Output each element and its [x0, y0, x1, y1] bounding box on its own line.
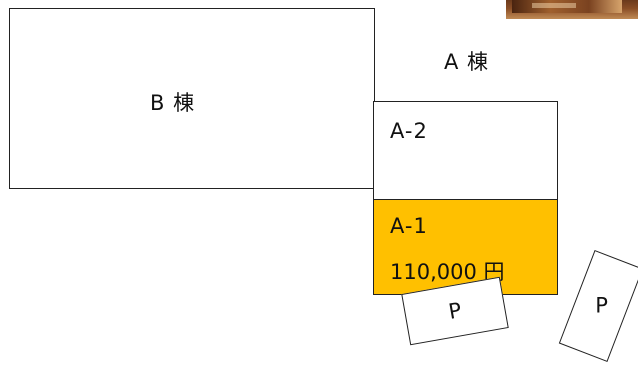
unit-a1-price: 110,000 円: [390, 260, 505, 284]
photo-highlight: [532, 3, 576, 8]
photo-shelf: [512, 0, 622, 13]
building-b-label: B 棟: [150, 91, 196, 115]
parking-spot-label: P: [594, 293, 608, 318]
building-b: [9, 8, 375, 189]
unit-a2-label: A-2: [390, 119, 428, 143]
parking-spot-label: P: [446, 297, 464, 324]
unit-a1[interactable]: [373, 199, 558, 295]
unit-a2[interactable]: [373, 101, 558, 200]
unit-a1-label: A-1: [390, 214, 428, 238]
parking-spot[interactable]: P: [558, 250, 638, 362]
building-a-label: A 棟: [444, 50, 490, 74]
corner-photo: [506, 0, 638, 19]
